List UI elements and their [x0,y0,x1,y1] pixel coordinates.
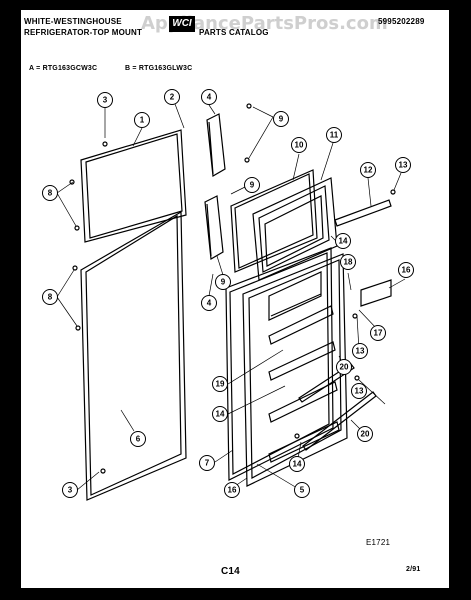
door-shelf-4 [268,421,340,463]
svg-text:7: 7 [205,459,210,468]
callout-20-bottom: 20 [357,426,373,442]
product-line: REFRIGERATOR-TOP MOUNT [24,28,143,37]
svg-text:13: 13 [399,161,408,170]
svg-text:13: 13 [355,387,364,396]
door-shelf-2 [268,341,336,381]
svg-text:19: 19 [216,380,225,389]
callout-14-middle: 14 [212,406,228,422]
svg-text:9: 9 [250,181,255,190]
callout-11: 11 [326,127,342,143]
callout-1: 1 [134,112,150,128]
svg-text:9: 9 [221,278,226,287]
svg-text:8: 8 [48,189,53,198]
callout-16-bottom: 16 [224,482,240,498]
butter-compartment [360,279,392,307]
freezer-door-panel [230,169,318,273]
fresh-food-door-liner [242,253,348,487]
callout-7: 7 [199,455,215,471]
freezer-handle [206,113,226,177]
callout-16-right: 16 [398,262,414,278]
svg-text:3: 3 [68,486,73,495]
svg-text:14: 14 [293,460,302,469]
fresh-food-handle [204,195,224,260]
svg-text:8: 8 [48,293,53,302]
svg-text:11: 11 [330,131,339,140]
svg-text:1: 1 [140,116,145,125]
svg-text:20: 20 [340,363,349,372]
callout-8-bottom: 8 [42,289,58,305]
brand-logo: WCI [169,16,195,32]
fresh-food-door-outer [225,247,334,481]
svg-text:12: 12 [364,166,373,175]
svg-text:14: 14 [339,237,348,246]
callout-4-bottom: 4 [201,295,217,311]
watermark: AppliancePartsPros.com [141,13,388,34]
svg-text:5: 5 [300,486,305,495]
callout-13-bottom: 13 [351,383,367,399]
part-number: 5995202289 [378,17,425,26]
brand-line: WHITE-WESTINGHOUSE [24,17,122,26]
callout-9-top: 9 [273,111,289,127]
fresh-food-gasket [80,210,187,501]
svg-text:10: 10 [295,141,304,150]
callout-5: 5 [294,482,310,498]
callout-10: 10 [291,137,307,153]
callout-6: 6 [130,431,146,447]
svg-text:2: 2 [170,93,175,102]
parts-diagram-page: AppliancePartsPros.com WHITE-WESTINGHOUS… [21,10,449,588]
callout-4-top: 4 [201,89,217,105]
callout-3-bottom: 3 [62,482,78,498]
callout-9-bottom: 9 [215,274,231,290]
door-shelf-1 [268,305,334,345]
svg-text:14: 14 [216,410,225,419]
svg-text:16: 16 [228,486,237,495]
revision-date: 2/91 [406,566,421,573]
callout-17: 17 [370,325,386,341]
shelf-rail-upper [298,363,355,403]
callout-19: 19 [212,376,228,392]
callout-14-top: 14 [335,233,351,249]
callout-2: 2 [164,89,180,105]
callout-12: 12 [360,162,376,178]
svg-text:16: 16 [402,266,411,275]
model-b: B = RTG163GLW3C [125,65,193,72]
freezer-gasket [80,129,187,243]
page-code: C14 [221,566,240,577]
svg-text:6: 6 [136,435,141,444]
svg-text:4: 4 [207,299,212,308]
svg-text:3: 3 [103,96,108,105]
callout-13-top: 13 [395,157,411,173]
callout-3-top: 3 [97,92,113,108]
callout-14-bottom: 14 [289,456,305,472]
figure-id: E1721 [366,538,391,547]
svg-text:17: 17 [374,329,383,338]
callout-20-top: 20 [336,359,352,375]
svg-text:20: 20 [361,430,370,439]
callout-18: 18 [340,254,356,270]
callout-9-middle: 9 [244,177,260,193]
callout-8-top: 8 [42,185,58,201]
door-shelf-3 [268,381,338,423]
model-a: A = RTG163GCW3C [29,65,98,72]
dairy-compartment [268,271,322,321]
svg-text:4: 4 [207,93,212,102]
trim-strip [334,199,392,227]
svg-text:18: 18 [344,258,353,267]
svg-text:9: 9 [279,115,284,124]
svg-text:13: 13 [356,347,365,356]
exploded-diagram: 3 2 1 4 9 9 10 11 12 13 8 14 18 16 9 4 8… [42,89,414,501]
catalog-title: PARTS CATALOG [199,28,269,37]
callout-13-middle: 13 [352,343,368,359]
